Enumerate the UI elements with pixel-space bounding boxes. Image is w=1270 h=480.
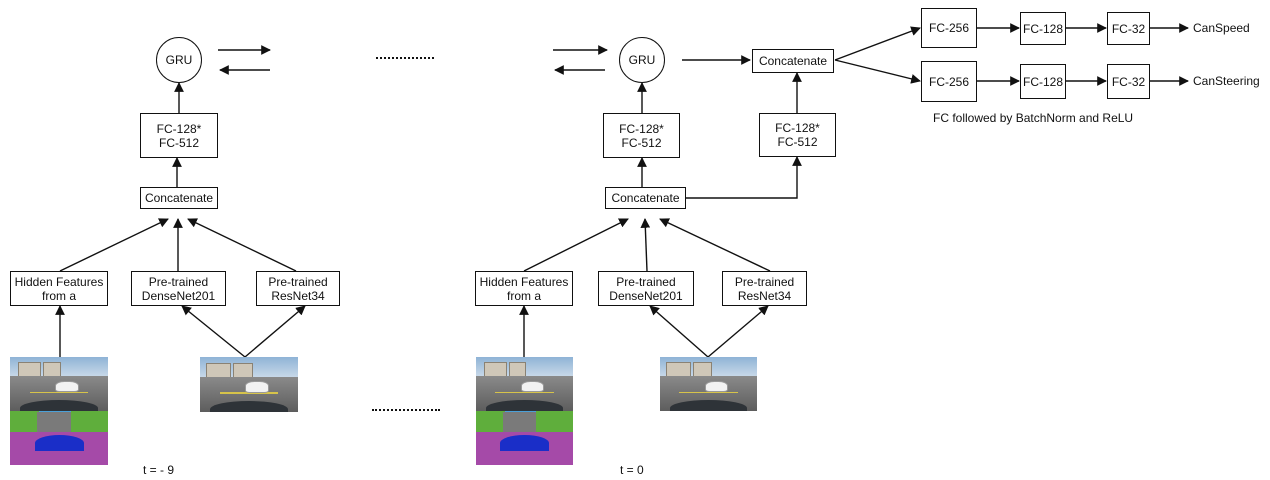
camera-image-right-a: [476, 357, 573, 411]
arrow-resnet-to-concat-right: [659, 218, 771, 272]
arrow-image-to-resnet-right: [707, 305, 769, 358]
gru-node-right: GRU: [619, 37, 665, 83]
arrow-densenet-to-concat-right: [640, 218, 651, 272]
arrow-image-to-densenet-right: [649, 305, 709, 358]
fc-node-right: FC-128* FC-512: [759, 113, 836, 157]
densenet-mid: Pre-trained DenseNet201: [598, 271, 694, 306]
output-can-speed: CanSpeed: [1193, 21, 1250, 35]
steer-fc32: FC-32: [1107, 64, 1150, 99]
time-label-right: t = 0: [620, 463, 644, 477]
speed-fc32: FC-32: [1107, 12, 1150, 45]
segmentation-image-left: [10, 411, 108, 465]
output-can-steering: CanSteering: [1193, 74, 1260, 88]
arrow-concat-to-speed-head: [834, 26, 921, 61]
resnet-mid: Pre-trained ResNet34: [722, 271, 807, 306]
camera-image-left-b: [200, 357, 298, 412]
dots-image-continuation: [372, 409, 440, 411]
speed-fc256: FC-256: [921, 8, 977, 48]
fc-node-left: FC-128* FC-512: [140, 113, 218, 158]
steer-fc256: FC-256: [921, 61, 977, 102]
arrow-hidden-to-concat-left: [59, 218, 169, 272]
fc-note: FC followed by BatchNorm and ReLU: [933, 111, 1134, 125]
arrow-hidden-to-concat-right: [523, 218, 629, 272]
concat-node-top: Concatenate: [752, 49, 834, 73]
resnet-left: Pre-trained ResNet34: [256, 271, 340, 306]
gru-node-left: GRU: [156, 37, 202, 83]
speed-fc128: FC-128: [1020, 12, 1066, 45]
concat-node-mid: Concatenate: [605, 187, 686, 209]
hidden-features-mid: Hidden Features from a: [475, 271, 573, 306]
camera-image-left-a: [10, 357, 108, 411]
arrow-resnet-to-concat-left: [187, 218, 297, 272]
concat-node-left: Concatenate: [140, 187, 218, 209]
arrow-image-to-densenet-left: [181, 305, 246, 358]
segmentation-image-right: [476, 411, 573, 465]
camera-image-right-b: [660, 357, 757, 411]
hidden-features-left: Hidden Features from a: [10, 271, 108, 306]
arrow-image-to-resnet-left: [244, 305, 306, 358]
dots-gru-continuation: [376, 57, 434, 59]
densenet-left: Pre-trained DenseNet201: [131, 271, 226, 306]
time-label-left: t = - 9: [143, 463, 175, 477]
arrow-concat-to-steer-head: [834, 59, 921, 84]
fc-node-mid: FC-128* FC-512: [603, 113, 680, 158]
arrow-concat-to-fc-top: [686, 156, 802, 199]
steer-fc128: FC-128: [1020, 64, 1066, 99]
